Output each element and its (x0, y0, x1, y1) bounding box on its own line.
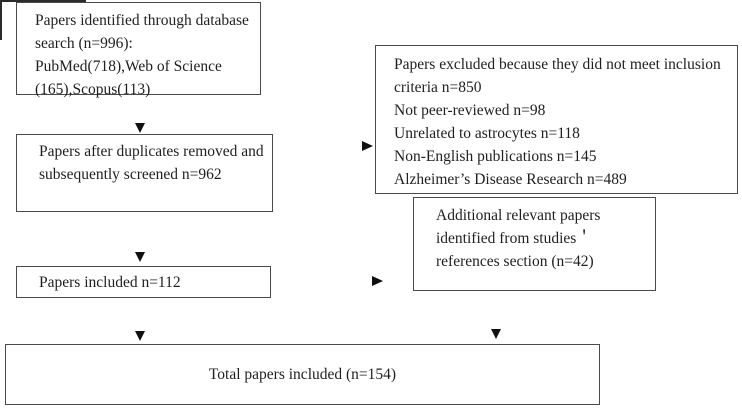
box-papers-identified: Papers identified through database searc… (16, 2, 261, 98)
connector-line (0, 0, 2, 38)
connector-line (0, 0, 78, 2)
arrow-down-icon (135, 252, 145, 262)
box-papers-included: Papers included n=112 (16, 266, 271, 298)
arrow-right-icon (362, 141, 373, 151)
connector-additional-to-total (0, 0, 501, 339)
arrow-down-icon (135, 123, 145, 133)
box-additional-papers-text: Additional relevant papers identified fr… (436, 207, 601, 270)
box-additional-papers: Additional relevant papers identified fr… (413, 197, 656, 291)
arrow-down-icon (135, 331, 145, 341)
box-papers-excluded: Papers excluded because they did not mee… (375, 45, 738, 194)
box-papers-after-duplicates-removed: Papers after duplicates removed and subs… (16, 134, 273, 212)
box-papers-after-duplicates-removed-text: Papers after duplicates removed and subs… (39, 143, 264, 183)
box-total-papers-included: Total papers included (n=154) (5, 344, 600, 405)
arrow-right-icon (372, 276, 383, 286)
box-papers-included-text: Papers included n=112 (39, 274, 181, 291)
box-papers-excluded-text: Papers excluded because they did not mee… (394, 56, 721, 188)
connector-included-to-additional (0, 0, 383, 286)
arrow-down-icon (491, 329, 501, 339)
box-papers-identified-text: Papers identified through database searc… (35, 12, 249, 98)
box-total-papers-included-text: Total papers included (n=154) (208, 366, 397, 383)
